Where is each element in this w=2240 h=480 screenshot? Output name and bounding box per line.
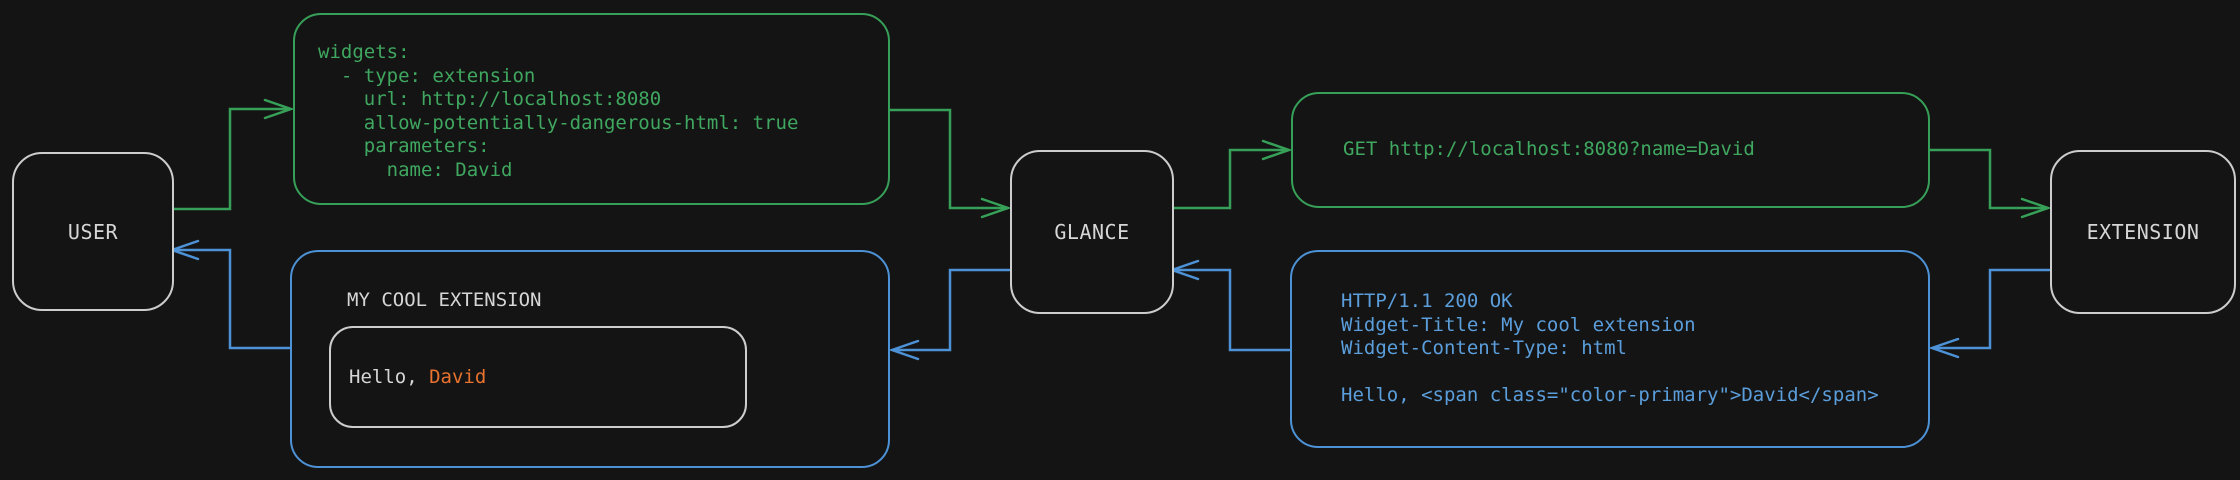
node-glance-label: GLANCE — [1054, 220, 1130, 244]
node-user-label: USER — [67, 219, 119, 244]
config-yaml-code: widgets: - type: extension url: http://l… — [318, 41, 799, 181]
greeting-name: David — [429, 366, 487, 388]
arrow-left-icon — [888, 339, 920, 361]
arrow-right-icon — [980, 197, 1012, 219]
config-yaml-box: widgets: - type: extension url: http://l… — [293, 13, 890, 205]
node-extension: EXTENSION — [2050, 150, 2236, 314]
blue-connector-extension-to-response — [1928, 268, 2052, 359]
http-request-box: GET http://localhost:8080?name=David — [1291, 92, 1930, 208]
greeting-prefix: Hello, — [349, 366, 430, 388]
node-extension-label: EXTENSION — [2086, 220, 2200, 244]
node-user: USER — [12, 152, 174, 311]
green-connector-glance-to-request — [1168, 139, 1293, 210]
widget-preview-box: MY COOL EXTENSION Hello, David — [290, 250, 890, 468]
http-response-code: HTTP/1.1 200 OK Widget-Title: My cool ex… — [1341, 290, 1879, 406]
http-response-box: HTTP/1.1 200 OK Widget-Title: My cool ex… — [1290, 250, 1930, 448]
arrow-left-icon — [1928, 337, 1960, 359]
arrow-right-icon — [2020, 197, 2052, 219]
widget-title: MY COOL EXTENSION — [347, 289, 542, 311]
http-request-text: GET http://localhost:8080?name=David — [1343, 138, 1755, 161]
blue-connector-widget-to-user — [168, 239, 292, 350]
blue-connector-response-to-glance — [1168, 259, 1292, 352]
arrow-right-icon — [263, 98, 295, 120]
green-connector-request-to-extension — [1928, 148, 2052, 219]
node-glance: GLANCE — [1010, 150, 1174, 314]
green-connector-config-to-glance — [888, 108, 1012, 219]
blue-connector-glance-to-widget — [888, 268, 1012, 361]
arrow-right-icon — [1261, 139, 1293, 161]
green-connector-user-to-config — [168, 98, 295, 211]
widget-greeting-box: Hello, David — [329, 326, 747, 428]
